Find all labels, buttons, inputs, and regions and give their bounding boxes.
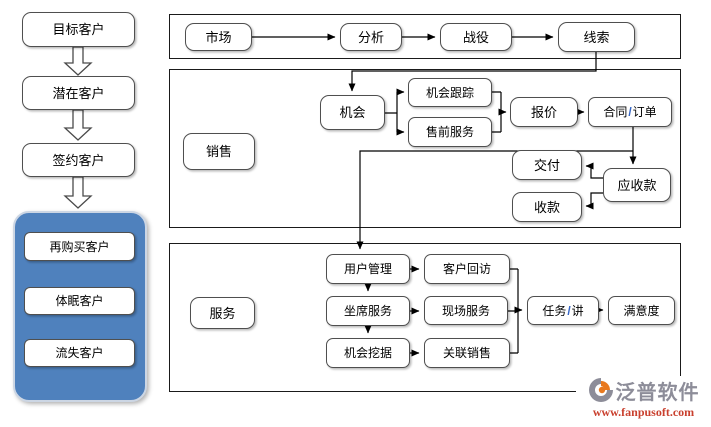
node-customer-visit: 客户回访 — [424, 254, 510, 284]
task-label-slash: / — [567, 303, 571, 318]
node-dormant-customer: 体眠客户 — [24, 287, 135, 315]
contract-label-left: 合同 — [603, 105, 628, 119]
node-opportunity: 机会 — [320, 95, 385, 130]
vendor-name: 泛普软件 — [615, 381, 700, 404]
sales-lane-panel — [169, 69, 681, 228]
service-lane-panel — [169, 243, 681, 392]
stage-arrows — [63, 46, 93, 209]
node-receipt: 收款 — [512, 192, 582, 222]
node-target-customer: 目标客户 — [22, 12, 135, 47]
node-leads: 线索 — [558, 22, 635, 52]
task-label-right: 讲 — [571, 303, 584, 318]
node-contract-order: 合同/订单 — [588, 97, 672, 127]
task-label-left: 任务 — [542, 303, 567, 318]
vendor-url[interactable]: www.fanpusoft.com — [592, 405, 695, 419]
node-receivable: 应收款 — [603, 168, 671, 202]
service-lane-label: 服务 — [190, 297, 255, 329]
node-presale-service: 售前服务 — [408, 117, 492, 147]
fanpu-logo-icon — [588, 378, 613, 402]
node-repurchase-customer: 再购买客户 — [24, 232, 135, 261]
stage-arrow-1 — [63, 46, 93, 76]
node-opportunity-mining: 机会挖据 — [326, 338, 410, 368]
node-task: 任务/讲 — [527, 296, 599, 325]
node-signed-customer: 签约客户 — [22, 143, 135, 177]
node-market: 市场 — [185, 23, 252, 51]
node-seat-service: 坐席服务 — [326, 296, 410, 326]
node-opportunity-tracking: 机会跟踪 — [408, 78, 492, 107]
node-campaign: 战役 — [440, 23, 512, 51]
stage-arrow-3 — [63, 176, 93, 209]
vendor-logo[interactable]: 泛普软件 www.fanpusoft.com — [576, 376, 711, 422]
node-field-service: 现场服务 — [424, 296, 508, 325]
node-analysis: 分析 — [340, 23, 402, 51]
node-related-sales: 关联销售 — [424, 338, 510, 368]
node-user-management: 用户管理 — [326, 254, 410, 284]
contract-label-right: 订单 — [632, 105, 657, 119]
contract-label-slash: / — [628, 105, 632, 119]
node-lost-customer: 流失客户 — [24, 339, 135, 367]
node-quotation: 报价 — [510, 97, 578, 127]
node-potential-customer: 潜在客户 — [22, 76, 135, 110]
marketing-lane-panel — [169, 14, 681, 59]
sales-lane-label: 销售 — [183, 133, 255, 170]
stage-arrow-2 — [63, 109, 93, 141]
node-satisfaction: 满意度 — [608, 296, 675, 325]
node-delivery: 交付 — [512, 150, 582, 180]
